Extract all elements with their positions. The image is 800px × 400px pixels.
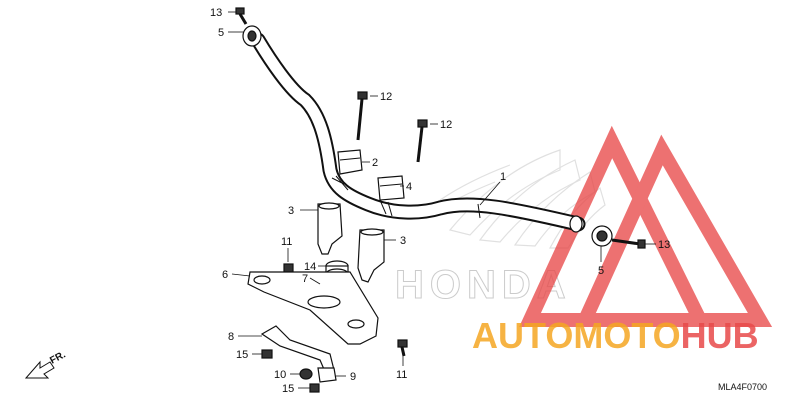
callout-8: 8 bbox=[228, 331, 234, 343]
wordmark-hub: HUB bbox=[681, 315, 759, 356]
lower-holder-3-left bbox=[317, 202, 343, 255]
handlebar bbox=[250, 32, 586, 233]
callout-11b: 11 bbox=[396, 369, 407, 381]
top-bridge-6 bbox=[247, 271, 379, 345]
bolt-12-b bbox=[416, 119, 428, 163]
wordmark-automoto: AUTOMOTO bbox=[472, 315, 681, 356]
bar-end-weight-left bbox=[242, 25, 262, 47]
callout-7: 7 bbox=[302, 273, 308, 285]
automotohub-wordmark: AUTOMOTOHUB bbox=[472, 315, 759, 356]
callout-12b: 12 bbox=[440, 119, 452, 131]
automotohub-triangle-logo bbox=[519, 125, 773, 327]
callout-15b: 15 bbox=[282, 383, 294, 395]
callout-1: 1 bbox=[500, 171, 506, 183]
callout-10: 10 bbox=[274, 369, 286, 381]
nut-11-top bbox=[283, 263, 294, 273]
bolt-13-left bbox=[235, 7, 248, 25]
callout-3a: 3 bbox=[288, 205, 294, 217]
nut-11-bottom bbox=[397, 339, 408, 357]
callout-15a: 15 bbox=[236, 349, 248, 361]
callout-14: 14 bbox=[304, 261, 316, 273]
callout-9: 9 bbox=[350, 371, 356, 383]
front-label: FR. bbox=[48, 349, 68, 366]
callout-2: 2 bbox=[372, 157, 378, 169]
clip-9 bbox=[317, 367, 337, 383]
bracket-8 bbox=[260, 325, 335, 375]
grommet-10 bbox=[299, 368, 313, 380]
leader-lines bbox=[228, 11, 656, 389]
bar-end-weight-right bbox=[591, 225, 613, 247]
bolt-15-bottom bbox=[309, 383, 320, 393]
upper-holder-2 bbox=[337, 149, 363, 175]
callout-6: 6 bbox=[222, 269, 228, 281]
front-arrow-icon bbox=[24, 360, 55, 379]
callout-5a: 5 bbox=[218, 27, 224, 39]
callout-13a: 13 bbox=[210, 7, 222, 19]
bolt-15-top bbox=[261, 349, 273, 359]
callout-13b: 13 bbox=[658, 239, 670, 251]
callout-12a: 12 bbox=[380, 91, 392, 103]
callout-11a: 11 bbox=[281, 236, 292, 248]
bolt-12-a bbox=[356, 91, 368, 141]
diagram-code: MLA4F0700 bbox=[718, 382, 767, 392]
lower-holder-3-right bbox=[357, 228, 385, 283]
callout-3b: 3 bbox=[400, 235, 406, 247]
callout-5b: 5 bbox=[598, 265, 604, 277]
upper-holder-4 bbox=[377, 175, 405, 201]
callout-4: 4 bbox=[406, 181, 412, 193]
